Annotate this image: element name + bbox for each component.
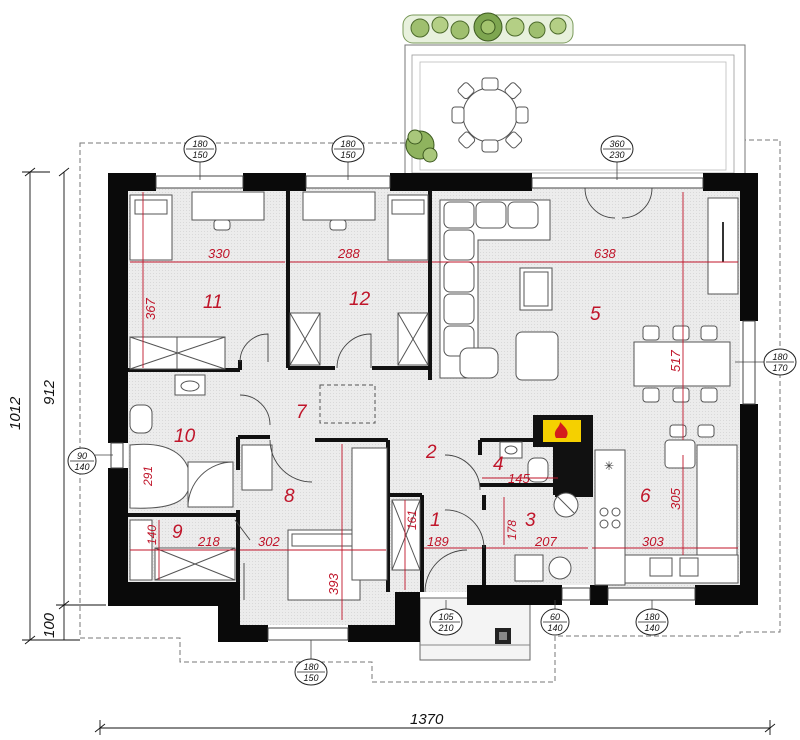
room-10-furniture (129, 374, 271, 509)
terrace-table (451, 77, 529, 153)
room-label-9: 9 (172, 522, 183, 543)
svg-text:150: 150 (303, 673, 318, 683)
dim-room11-depth: 367 (143, 298, 158, 320)
room-label-1: 1 (430, 510, 441, 531)
room-11-furniture (129, 191, 269, 370)
dim-room3-width: 207 (534, 534, 557, 549)
dim-terrace-height: 100 (41, 612, 58, 638)
dim-total-height: 1012 (7, 396, 24, 430)
window-label: 105 210 (429, 608, 463, 636)
room-label-3: 3 (525, 510, 536, 531)
window-label: 180 150 (183, 135, 217, 163)
overall-dimensions: 1012 912 100 1370 (7, 379, 444, 728)
svg-text:180: 180 (192, 139, 207, 149)
dim-room9-width: 218 (197, 534, 220, 549)
dim-room6-width: 303 (642, 534, 664, 549)
svg-text:150: 150 (192, 150, 207, 160)
dim-room5-depth: 517 (668, 350, 683, 372)
svg-text:140: 140 (547, 623, 562, 633)
dim-room9-depth: 140 (145, 525, 159, 545)
svg-text:230: 230 (608, 150, 624, 160)
window-label: 90 140 (67, 447, 97, 475)
window-label: 180 140 (635, 608, 669, 636)
svg-text:105: 105 (438, 612, 454, 622)
interior-walls (128, 190, 558, 592)
room-label-4: 4 (493, 454, 504, 475)
window-frames (110, 175, 756, 641)
window-labels: 180 150 180 150 360 230 180 170 90 140 (67, 135, 797, 686)
dim-room5-width: 638 (594, 246, 616, 261)
room-label-11: 11 (203, 292, 223, 313)
terrace (402, 12, 746, 179)
room-label-2: 2 (425, 442, 437, 463)
room-dimensions: 330 288 638 367 517 291 145 305 140 218 … (141, 246, 683, 595)
dim-room8-depth: 393 (326, 573, 341, 595)
overall-dimension-lines (22, 167, 776, 735)
window-label: 180 170 (763, 348, 797, 376)
svg-text:150: 150 (340, 150, 355, 160)
window-label: 180 150 (331, 135, 365, 163)
exterior-walls (108, 173, 758, 642)
svg-text:210: 210 (437, 623, 453, 633)
dim-room6-depth: 305 (668, 488, 683, 510)
room-label-5: 5 (590, 304, 601, 325)
dimension-lines (130, 192, 738, 620)
room-numbers: 11 12 5 7 10 8 9 2 4 1 3 6 (172, 289, 651, 543)
dim-total-width: 1370 (410, 711, 444, 728)
svg-text:✳: ✳ (604, 459, 614, 473)
kitchen-furniture: ✳ (594, 424, 739, 586)
svg-text:140: 140 (74, 462, 89, 472)
svg-text:170: 170 (772, 363, 787, 373)
floor-area (128, 188, 740, 625)
svg-text:180: 180 (772, 352, 787, 362)
hall-furniture (391, 441, 579, 593)
room-5-furniture (439, 187, 739, 403)
room-label-8: 8 (284, 486, 295, 507)
dim-main-height: 912 (41, 379, 58, 405)
window-label: 60 140 (540, 608, 570, 636)
roof-outline (79, 139, 781, 683)
dim-room4-width: 145 (508, 471, 530, 486)
room-label-12: 12 (349, 289, 371, 310)
dim-room3-depth: 178 (505, 520, 519, 540)
plant-hedge (402, 12, 574, 44)
room-label-6: 6 (640, 486, 651, 507)
svg-text:90: 90 (77, 451, 87, 461)
window-label: 360 230 (600, 135, 634, 163)
svg-text:180: 180 (644, 612, 659, 622)
dim-room1-width: 189 (427, 534, 449, 549)
svg-text:180: 180 (303, 662, 318, 672)
room-12-furniture (289, 191, 429, 369)
attic-hatch (319, 384, 376, 424)
svg-text:180: 180 (340, 139, 355, 149)
dim-room11-width: 330 (208, 246, 230, 261)
window-label: 180 150 (294, 658, 328, 686)
room-8-furniture (241, 439, 388, 601)
svg-text:60: 60 (550, 612, 560, 622)
svg-text:140: 140 (644, 623, 659, 633)
fireplace (533, 415, 593, 497)
svg-text:360: 360 (609, 139, 624, 149)
dim-room12-width: 288 (337, 246, 360, 261)
dim-room8-width: 302 (258, 534, 280, 549)
dim-room1-depth: 161 (405, 510, 419, 530)
room-label-7: 7 (296, 402, 308, 423)
room-label-10: 10 (174, 426, 196, 447)
dim-room10-depth: 291 (141, 466, 155, 487)
